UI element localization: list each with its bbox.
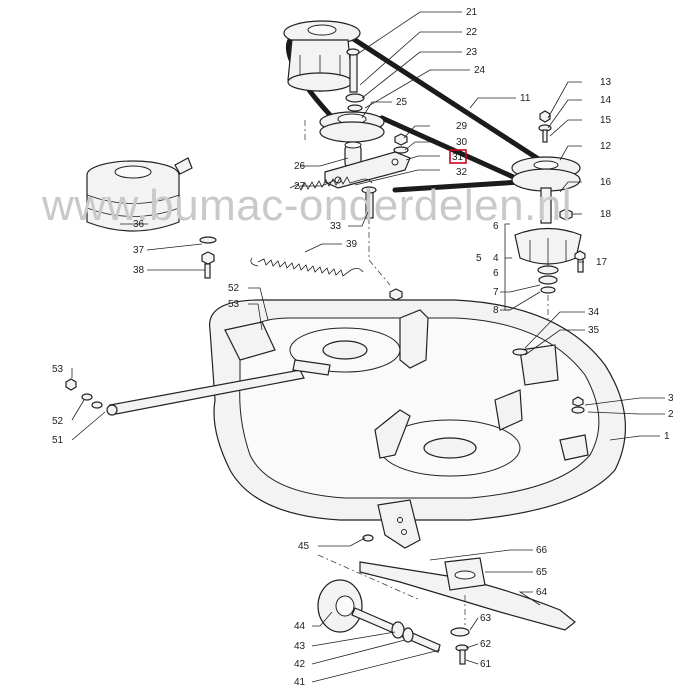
label-32: 32 bbox=[456, 167, 468, 178]
blade-assembly bbox=[359, 557, 576, 665]
label-1: 1 bbox=[664, 431, 670, 442]
label-23: 23 bbox=[466, 47, 478, 58]
label-53b: 53 bbox=[52, 364, 64, 375]
label-6b: 6 bbox=[493, 268, 499, 279]
label-21: 21 bbox=[466, 7, 478, 18]
bolts-13-14-15 bbox=[538, 110, 552, 143]
label-52a: 52 bbox=[228, 283, 240, 294]
nut-washer-29-30 bbox=[393, 133, 409, 154]
label-30: 30 bbox=[456, 137, 468, 148]
label-41: 41 bbox=[294, 677, 306, 688]
label-22: 22 bbox=[466, 27, 478, 38]
part-labels: 21 22 23 24 25 11 13 14 15 29 30 31 32 1… bbox=[52, 7, 674, 688]
right-spindle-pulley bbox=[511, 156, 582, 294]
label-45: 45 bbox=[298, 541, 310, 552]
label-24: 24 bbox=[474, 65, 486, 76]
label-63: 63 bbox=[480, 613, 492, 624]
label-36: 36 bbox=[133, 219, 145, 230]
label-61: 61 bbox=[480, 659, 492, 670]
label-27: 27 bbox=[294, 181, 306, 192]
label-25: 25 bbox=[396, 97, 408, 108]
bolts-17-18 bbox=[559, 208, 586, 273]
label-39: 39 bbox=[346, 239, 358, 250]
label-16: 16 bbox=[600, 177, 612, 188]
label-64: 64 bbox=[536, 587, 548, 598]
label-52b: 52 bbox=[52, 416, 64, 427]
idler-pulley bbox=[319, 111, 385, 143]
label-66: 66 bbox=[536, 545, 548, 556]
label-3: 3 bbox=[668, 393, 674, 404]
label-7: 7 bbox=[493, 287, 499, 298]
label-26: 26 bbox=[294, 161, 306, 172]
leader-lines bbox=[71, 11, 665, 683]
anti-scalp-wheel bbox=[317, 579, 441, 653]
label-6a: 6 bbox=[493, 221, 499, 232]
tension-spring-39 bbox=[250, 257, 364, 277]
label-51: 51 bbox=[52, 435, 64, 446]
label-33: 33 bbox=[330, 221, 342, 232]
label-38: 38 bbox=[133, 265, 145, 276]
bolt-33 bbox=[361, 186, 377, 219]
deck-hardware bbox=[65, 288, 585, 542]
label-17: 17 bbox=[596, 257, 608, 268]
electric-clutch-36 bbox=[86, 157, 217, 279]
label-37: 37 bbox=[133, 245, 145, 256]
label-29: 29 bbox=[456, 121, 468, 132]
label-53a: 53 bbox=[228, 299, 240, 310]
label-4: 4 bbox=[493, 253, 499, 264]
tension-spring-32 bbox=[289, 176, 373, 191]
label-5: 5 bbox=[476, 253, 482, 264]
label-42: 42 bbox=[294, 659, 306, 670]
label-8: 8 bbox=[493, 305, 499, 316]
label-18: 18 bbox=[600, 209, 612, 220]
lift-rod bbox=[106, 359, 331, 416]
label-12: 12 bbox=[600, 141, 612, 152]
label-43: 43 bbox=[294, 641, 306, 652]
center-bolt-stack bbox=[345, 48, 365, 112]
watermark-text: www.bumac-onderdelen.nl bbox=[41, 181, 572, 230]
label-62: 62 bbox=[480, 639, 492, 650]
center-lines bbox=[304, 120, 549, 625]
label-31: 31 bbox=[452, 152, 464, 163]
label-34: 34 bbox=[588, 307, 600, 318]
label-65: 65 bbox=[536, 567, 548, 578]
label-2: 2 bbox=[668, 409, 674, 420]
label-14: 14 bbox=[600, 95, 612, 106]
label-35: 35 bbox=[588, 325, 600, 336]
label-44: 44 bbox=[294, 621, 306, 632]
label-15: 15 bbox=[600, 115, 612, 126]
top-spindle-pulley bbox=[283, 20, 361, 92]
highlight-box-31 bbox=[449, 149, 467, 164]
label-11: 11 bbox=[520, 93, 531, 104]
mower-deck bbox=[209, 299, 626, 549]
label-13: 13 bbox=[600, 77, 612, 88]
